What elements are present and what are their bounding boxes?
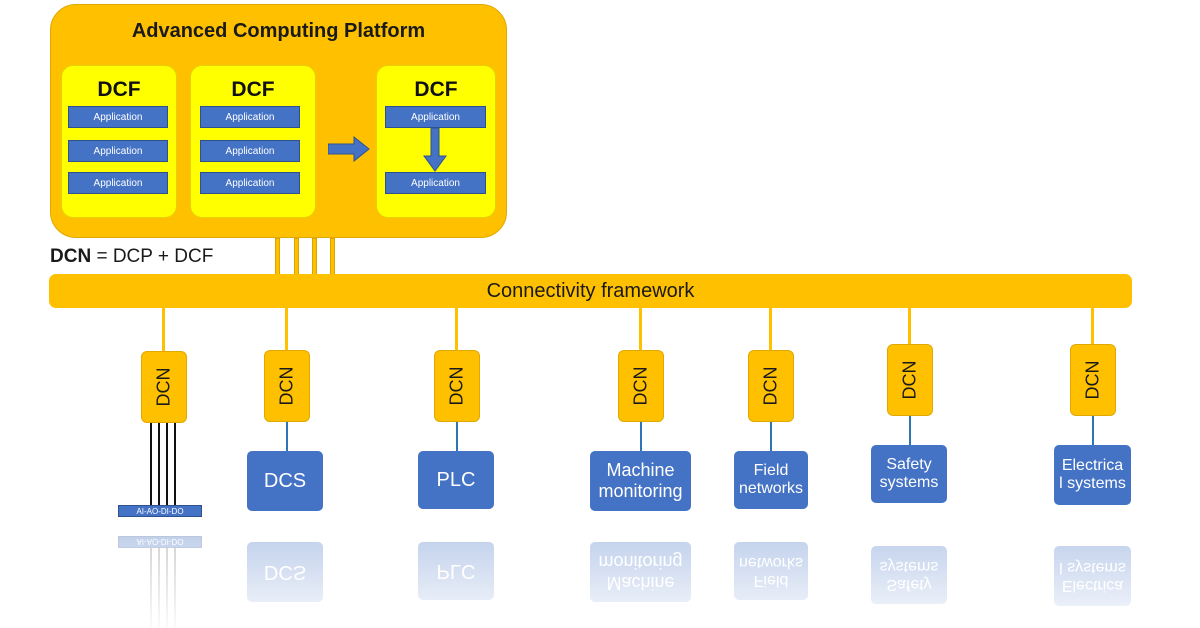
io-wire: [158, 423, 160, 505]
device-link: [286, 422, 288, 452]
device-label-reflection: Field: [753, 572, 789, 590]
device-electrical-systems: Electrica l systems: [1054, 445, 1131, 505]
device-link: [909, 416, 911, 446]
device-label: Field: [753, 461, 789, 479]
device-link: [770, 422, 772, 452]
dcn-legend: DCN = DCP + DCF: [50, 246, 213, 268]
dcn-label: DCN: [630, 366, 651, 406]
dcn-label: DCN: [446, 366, 467, 406]
dcn-node: DCN: [748, 350, 794, 422]
dcn-node: DCN: [1070, 344, 1116, 416]
framework-stub: [769, 308, 772, 352]
io-wire: [174, 423, 176, 505]
device-label: networks: [738, 480, 804, 497]
device-machine-monitoring: Machine monitoring: [590, 451, 691, 511]
device-label: l systems: [1059, 475, 1126, 492]
device-label-reflection: networks: [738, 554, 804, 571]
dcn-legend-bold: DCN: [50, 246, 92, 267]
device-reflection: AI-AO-DI-DO DCS PLC Machine monitoring F…: [0, 530, 1200, 628]
dcn-label: DCN: [1082, 360, 1103, 400]
dcn-node: DCN: [264, 350, 310, 422]
platform-connector: [312, 238, 317, 276]
framework-stub: [162, 308, 165, 352]
platform-connector: [275, 238, 280, 276]
dcn-legend-text: = DCP + DCF: [91, 246, 214, 267]
io-terminal-reflection: AI-AO-DI-DO: [118, 536, 202, 548]
application-box: Application: [385, 106, 486, 128]
down-arrow-icon: [423, 128, 447, 172]
device-label: systems: [879, 474, 939, 491]
dcn-label: DCN: [899, 360, 920, 400]
device-label-reflection: systems: [879, 558, 939, 575]
dcf-title: DCF: [97, 78, 141, 101]
io-wire-reflection: [158, 548, 160, 628]
device-label-reflection: DCS: [263, 561, 307, 584]
framework-stub: [908, 308, 911, 346]
device-label-reflection: Machine: [606, 572, 675, 593]
device-safety-systems-reflection: Safety systems: [871, 546, 947, 604]
device-link: [1092, 416, 1094, 446]
device-safety-systems: Safety systems: [871, 445, 947, 503]
io-terminal-label: AI-AO-DI-DO: [118, 505, 202, 517]
device-plc-reflection: PLC: [418, 542, 494, 600]
device-label: monitoring: [598, 481, 683, 501]
dcn-label: DCN: [153, 367, 174, 407]
io-wire-reflection: [166, 548, 168, 628]
application-box: Application: [200, 106, 300, 128]
right-arrow-icon: [328, 136, 370, 162]
io-wire: [166, 423, 168, 505]
device-field-networks: Field networks: [734, 451, 808, 509]
dcn-node: DCN: [618, 350, 664, 422]
framework-stub: [455, 308, 458, 352]
device-label-reflection: Electrica: [1061, 577, 1124, 595]
device-plc: PLC: [418, 451, 494, 509]
platform-title: Advanced Computing Platform: [131, 20, 426, 42]
io-wire-reflection: [174, 548, 176, 628]
io-wire-reflection: [150, 548, 152, 628]
device-link: [456, 422, 458, 452]
device-label-reflection: l systems: [1059, 559, 1126, 576]
application-box: Application: [200, 172, 300, 194]
device-dcs-reflection: DCS: [247, 542, 323, 602]
device-label-reflection: monitoring: [598, 552, 683, 572]
application-box: Application: [68, 106, 168, 128]
device-label: PLC: [436, 468, 476, 491]
device-label: DCS: [263, 469, 307, 492]
application-box: Application: [68, 140, 168, 162]
application-box: Application: [385, 172, 486, 194]
device-label-reflection: Safety: [886, 576, 932, 594]
device-label: Safety: [886, 455, 932, 473]
device-electrical-systems-reflection: Electrica l systems: [1054, 546, 1131, 606]
application-box: Application: [68, 172, 168, 194]
device-label-reflection: PLC: [436, 560, 476, 583]
framework-stub: [285, 308, 288, 352]
connectivity-framework-bar: Connectivity framework: [49, 274, 1132, 308]
device-machine-monitoring-reflection: Machine monitoring: [590, 542, 691, 602]
device-link: [640, 422, 642, 452]
device-label: Machine: [606, 460, 675, 481]
device-label: Electrica: [1061, 456, 1124, 474]
application-box: Application: [200, 140, 300, 162]
device-dcs: DCS: [247, 451, 323, 511]
dcn-node: DCN: [887, 344, 933, 416]
dcn-label: DCN: [276, 366, 297, 406]
dcn-label: DCN: [760, 366, 781, 406]
platform-connector: [294, 238, 299, 276]
dcf-title: DCF: [231, 78, 275, 101]
framework-stub: [1091, 308, 1094, 346]
io-wire: [150, 423, 152, 505]
device-field-networks-reflection: Field networks: [734, 542, 808, 600]
dcn-node: DCN: [141, 351, 187, 423]
platform-connector: [330, 238, 335, 276]
dcf-title: DCF: [414, 78, 458, 101]
dcn-node: DCN: [434, 350, 480, 422]
framework-stub: [639, 308, 642, 352]
